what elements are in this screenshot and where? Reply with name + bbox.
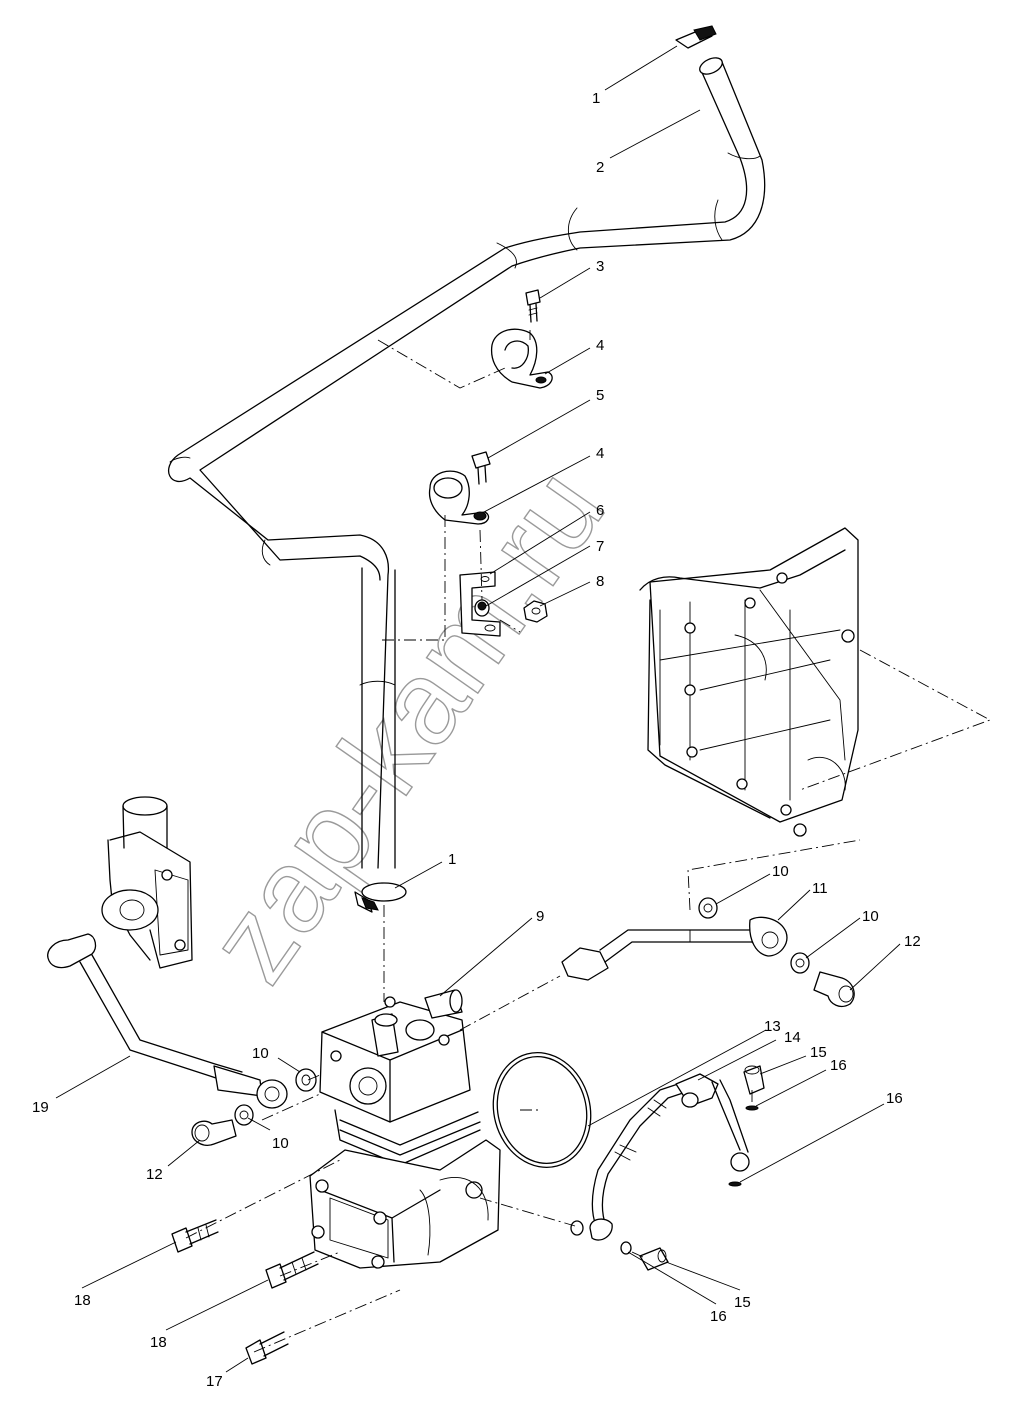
washer-10-right-upper <box>698 897 718 919</box>
assembly-lines <box>185 330 992 1353</box>
callout-15-upper: 15 <box>810 1044 827 1061</box>
clamp-4-lower <box>428 470 490 525</box>
nut-8 <box>523 600 548 623</box>
washer-10-left-upper <box>295 1068 317 1092</box>
bolt-18-upper <box>171 1219 219 1253</box>
callout-8: 8 <box>596 573 604 590</box>
washer-10-right-lower <box>790 952 810 974</box>
pipe-11 <box>561 916 788 981</box>
callout-10-left-upper: 10 <box>252 1045 269 1062</box>
air-hose <box>168 57 766 869</box>
callout-15-lower: 15 <box>734 1294 751 1311</box>
callout-16-lower: 16 <box>710 1308 727 1325</box>
bolt-18-lower <box>265 1251 319 1289</box>
callout-labels: 1 2 3 4 5 4 6 7 8 1 9 10 11 10 12 10 10 … <box>32 90 921 1390</box>
callout-14: 14 <box>784 1029 801 1046</box>
callout-16-right: 16 <box>886 1090 903 1107</box>
seal-16-mid <box>728 1181 742 1187</box>
callout-9: 9 <box>536 908 544 925</box>
callout-2: 2 <box>596 159 604 176</box>
oil-hose-14 <box>589 1073 750 1241</box>
clamp-4-upper <box>490 328 553 389</box>
callout-1-top: 1 <box>592 90 600 107</box>
banjo-bolt-12-right <box>813 971 855 1008</box>
callout-18-upper: 18 <box>74 1292 91 1309</box>
callout-18-lower: 18 <box>150 1334 167 1351</box>
banjo-bolt-15-upper <box>743 1065 765 1095</box>
washer-10-left-lower <box>234 1104 254 1126</box>
banjo-bolt-12-left <box>191 1119 237 1146</box>
banjo-bolt-15-lower <box>639 1247 669 1271</box>
leader-lines <box>55 45 901 1373</box>
seal-washer-lower-left <box>570 1220 584 1236</box>
callout-10-left-lower: 10 <box>272 1135 289 1152</box>
callout-13: 13 <box>764 1018 781 1035</box>
callout-10-right-lower: 10 <box>862 908 879 925</box>
thermostat-housing <box>101 796 193 969</box>
callout-3: 3 <box>596 258 604 275</box>
watermark: zap-kam.ru <box>183 446 630 1005</box>
callout-16-upper: 16 <box>830 1057 847 1074</box>
callout-7: 7 <box>596 538 604 555</box>
hose-clamp-top <box>675 25 717 49</box>
air-compressor <box>309 989 501 1269</box>
callout-19: 19 <box>32 1099 49 1116</box>
callout-11: 11 <box>812 880 828 897</box>
callout-6: 6 <box>596 502 604 519</box>
nut-7 <box>474 599 490 617</box>
callout-12-left: 12 <box>146 1166 163 1183</box>
pipe-19 <box>47 933 288 1109</box>
seal-16-lower <box>620 1241 632 1255</box>
gear-housing-cover <box>639 527 859 837</box>
bolt-17 <box>245 1331 289 1365</box>
callout-1-bottom: 1 <box>448 851 456 868</box>
callout-5: 5 <box>596 387 604 404</box>
callout-4-upper: 4 <box>596 337 604 354</box>
callout-17: 17 <box>206 1373 223 1390</box>
bolt-5 <box>471 451 491 485</box>
callout-12-right: 12 <box>904 933 921 950</box>
bolt-3 <box>525 289 541 323</box>
seal-16-upper <box>745 1105 759 1111</box>
callout-10-right-upper: 10 <box>772 863 789 880</box>
callout-4-lower: 4 <box>596 445 604 462</box>
gasket-13 <box>492 1051 592 1169</box>
